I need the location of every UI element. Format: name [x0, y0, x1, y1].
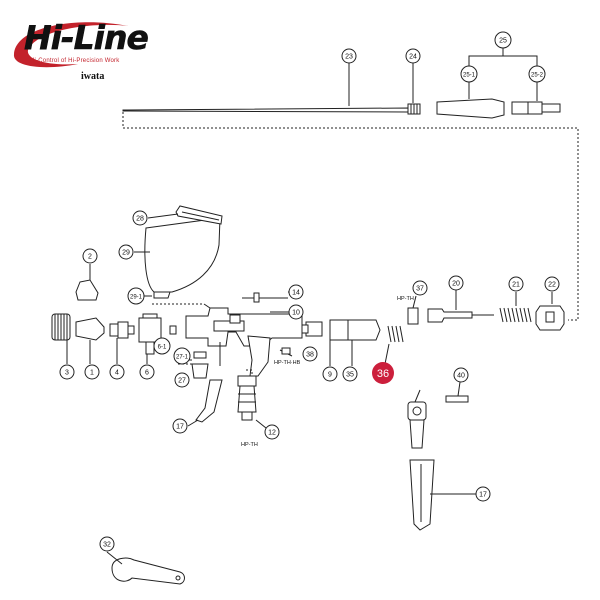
svg-text:21: 21	[512, 282, 520, 289]
svg-text:4: 4	[115, 370, 119, 377]
part-spring-36	[387, 325, 404, 343]
callout-27: 27	[174, 372, 190, 388]
callout-35: 35	[342, 366, 358, 382]
callout-28: 28	[132, 210, 148, 226]
svg-text:1: 1	[90, 370, 94, 377]
part-needle-chucking-nut	[427, 308, 473, 323]
part-cup-lid	[175, 205, 223, 225]
part-head	[109, 321, 135, 339]
logo-brand: iwata	[81, 71, 105, 82]
callout-4: 4	[109, 364, 125, 380]
callout-23: 23	[341, 48, 357, 64]
label-hp-th-hb: HP-TH·HB	[274, 360, 301, 366]
part-trigger	[195, 379, 223, 423]
svg-text:3: 3	[65, 370, 69, 377]
svg-text:24: 24	[409, 54, 417, 61]
svg-text:14: 14	[292, 290, 300, 297]
svg-text:25-1: 25-1	[463, 73, 476, 79]
part-needle-cap	[51, 313, 71, 341]
svg-text:37: 37	[416, 286, 424, 293]
logo-wordmark: Hi-Line	[24, 18, 149, 58]
callout-17-trigger: 17	[172, 418, 188, 434]
part-handle-assembly	[407, 401, 435, 531]
callout-25-2: 25-2	[528, 65, 546, 83]
hi-line-logo: Hi-Line Hi-Control of Hi-Precision Work …	[8, 14, 158, 86]
callout-37: 37	[412, 280, 428, 296]
part-handle	[436, 98, 505, 119]
callout-38: 38	[302, 346, 318, 362]
svg-text:9: 9	[328, 372, 332, 379]
callout-10: 10	[288, 304, 304, 320]
label-hp-th-top: HP-TH	[397, 296, 414, 302]
part-needle-chucking	[329, 319, 381, 341]
callout-6-1: 6-1	[153, 337, 171, 355]
part-washer	[407, 307, 419, 325]
callout-6: 6	[139, 364, 155, 380]
svg-text:27: 27	[178, 378, 186, 385]
svg-text:25: 25	[499, 38, 507, 45]
callout-29: 29	[118, 244, 134, 260]
logo-swoosh-icon	[13, 22, 128, 68]
part-body	[185, 307, 303, 347]
callout-24: 24	[405, 48, 421, 64]
callout-14: 14	[288, 284, 304, 300]
part-needle-packing	[407, 103, 421, 115]
callout-3: 3	[59, 364, 75, 380]
part-spring-21	[499, 307, 532, 323]
part-needle	[122, 107, 409, 113]
svg-text:28: 28	[136, 216, 144, 223]
callout-27-1: 27-1	[173, 347, 191, 365]
part-pin	[445, 395, 469, 403]
callout-2: 2	[82, 248, 98, 264]
callout-12: 12	[264, 424, 280, 440]
svg-text:32: 32	[103, 542, 111, 549]
part-o-ring	[169, 325, 177, 335]
part-nozzle	[75, 317, 105, 341]
svg-text:25-2: 25-2	[531, 73, 544, 79]
part-air-adaptor	[237, 375, 257, 421]
part-wrench	[111, 557, 185, 585]
svg-text:29-1: 29-1	[130, 295, 143, 301]
svg-text:20: 20	[452, 281, 460, 288]
part-cup	[144, 217, 221, 299]
svg-text:17: 17	[176, 424, 184, 431]
svg-text:40: 40	[457, 373, 465, 380]
svg-text:22: 22	[548, 282, 556, 289]
label-hp-th-bottom: HP-TH	[241, 442, 258, 448]
callout-40: 40	[453, 367, 469, 383]
part-spring-guide	[535, 305, 565, 331]
part-handle-fitting	[511, 101, 561, 115]
svg-text:35: 35	[346, 372, 354, 379]
callout-9: 9	[322, 366, 338, 382]
logo-tagline: Hi-Control of Hi-Precision Work	[30, 58, 120, 64]
callout-25-1: 25-1	[460, 65, 478, 83]
part-lever-guide	[301, 321, 323, 337]
callout-22: 22	[544, 276, 560, 292]
callout-20: 20	[448, 275, 464, 291]
svg-text:10: 10	[292, 310, 300, 317]
part-air-valve	[191, 351, 209, 379]
svg-text:6: 6	[145, 370, 149, 377]
svg-text:23: 23	[345, 54, 353, 61]
svg-text:36: 36	[377, 368, 389, 380]
svg-text:12: 12	[268, 430, 276, 437]
callout-21: 21	[508, 276, 524, 292]
svg-text:27-1: 27-1	[176, 355, 189, 361]
svg-text:6-1: 6-1	[158, 345, 167, 351]
callout-17-handle: 17	[475, 486, 491, 502]
svg-text:38: 38	[306, 352, 314, 359]
callout-32: 32	[99, 536, 115, 552]
svg-text:2: 2	[88, 254, 92, 261]
svg-text:29: 29	[122, 250, 130, 257]
svg-text:17: 17	[479, 492, 487, 499]
part-handle-grip	[247, 335, 271, 377]
callout-25: 25	[494, 31, 512, 49]
part-nozzle-cap	[75, 279, 99, 301]
callout-1: 1	[84, 364, 100, 380]
part-fluid-fitting	[138, 313, 162, 355]
callout-36: 36	[372, 362, 394, 384]
callout-29-1: 29-1	[127, 287, 145, 305]
